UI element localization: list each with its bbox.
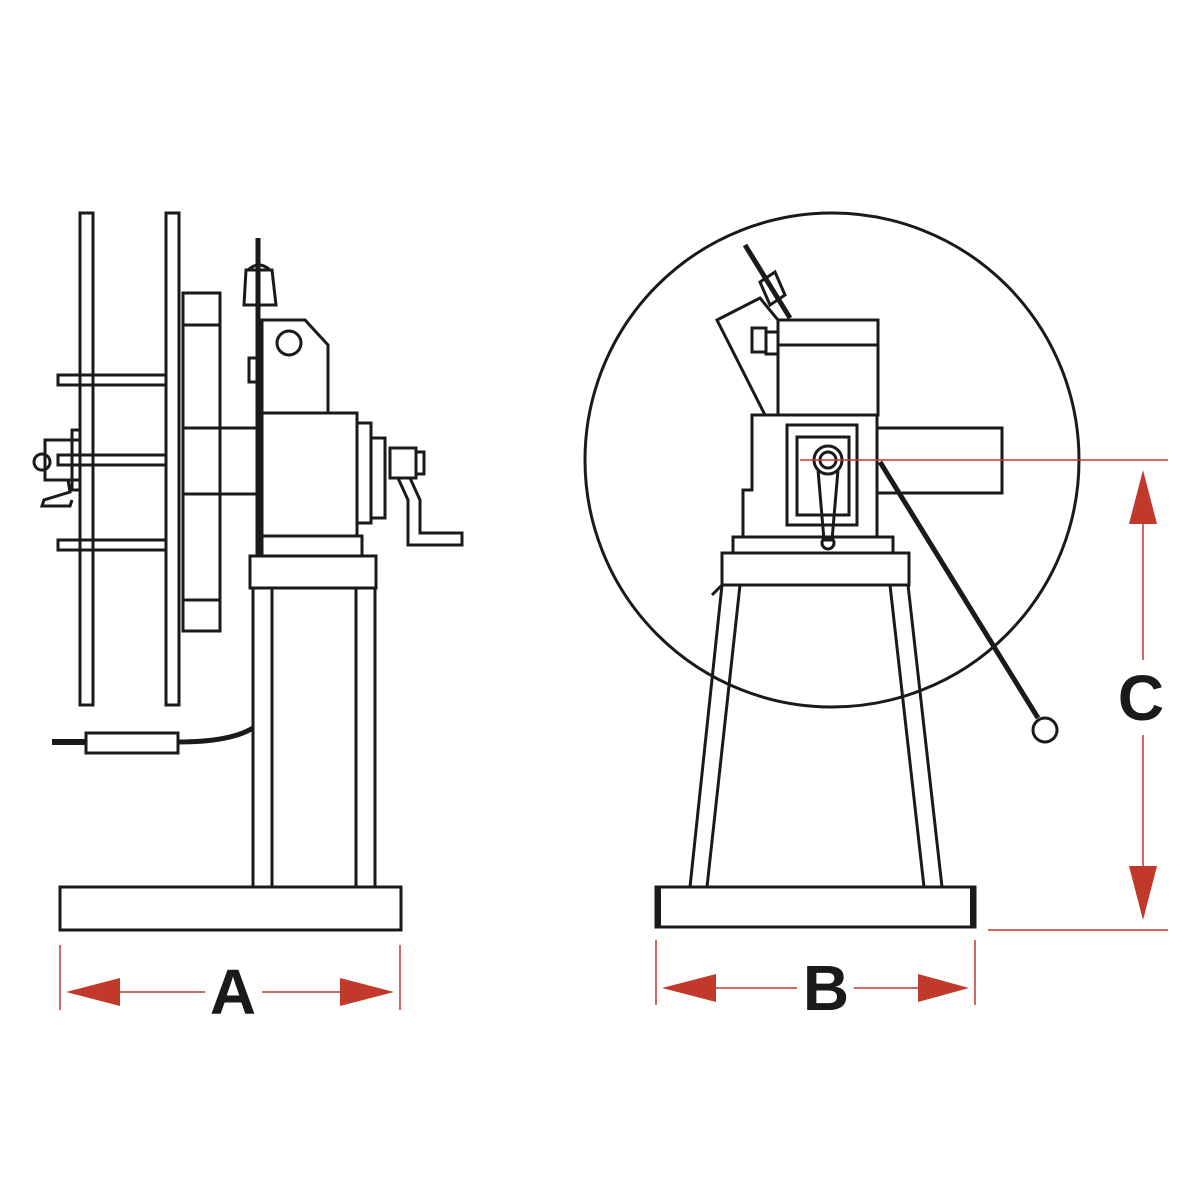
side-crank-handle [388, 446, 464, 547]
side-drum-bar-bottom [56, 538, 168, 552]
dimension-b [655, 940, 976, 1005]
front-hose-nozzle [1031, 716, 1059, 744]
side-base-plate [58, 885, 403, 932]
front-crank-arm [812, 444, 844, 551]
front-stand-top [720, 551, 911, 587]
side-guide-roller [242, 268, 278, 307]
side-axle-hub [181, 426, 264, 496]
side-swivel-fitting [32, 428, 82, 508]
front-hose-upper [742, 243, 793, 320]
front-stand-legs [688, 584, 944, 888]
side-housing-flange [355, 421, 373, 525]
front-upper-guide [776, 318, 880, 417]
front-view [583, 211, 1081, 929]
side-reel-flange-inner [164, 211, 181, 707]
side-bracket-hole [275, 329, 303, 357]
dimension-a-label: A [210, 956, 256, 1028]
side-inlet-hose [52, 725, 255, 755]
dimension-lines [59, 459, 1168, 1010]
side-upper-bracket [260, 318, 330, 415]
side-view [32, 211, 464, 932]
side-hub-plate [181, 291, 222, 633]
front-stand-cap [731, 535, 895, 555]
dimension-a [59, 945, 401, 1010]
dimension-b-label: B [803, 952, 849, 1024]
front-hose-roller [758, 269, 787, 308]
side-post-collar [248, 554, 378, 590]
side-gear-housing [260, 411, 359, 538]
side-drum-bar-top [56, 373, 168, 387]
side-reel-flange-outer [78, 211, 95, 707]
side-collar-cap [260, 534, 364, 558]
side-housing-plate [369, 436, 387, 520]
front-hose-lower [877, 460, 1041, 720]
side-drum-bar-middle [56, 453, 168, 467]
front-angled-bracket [714, 296, 780, 417]
dimension-c [800, 459, 1168, 931]
side-upright-post [251, 586, 377, 889]
front-base-plate [654, 885, 977, 929]
dimension-c-label: C [1118, 662, 1164, 734]
